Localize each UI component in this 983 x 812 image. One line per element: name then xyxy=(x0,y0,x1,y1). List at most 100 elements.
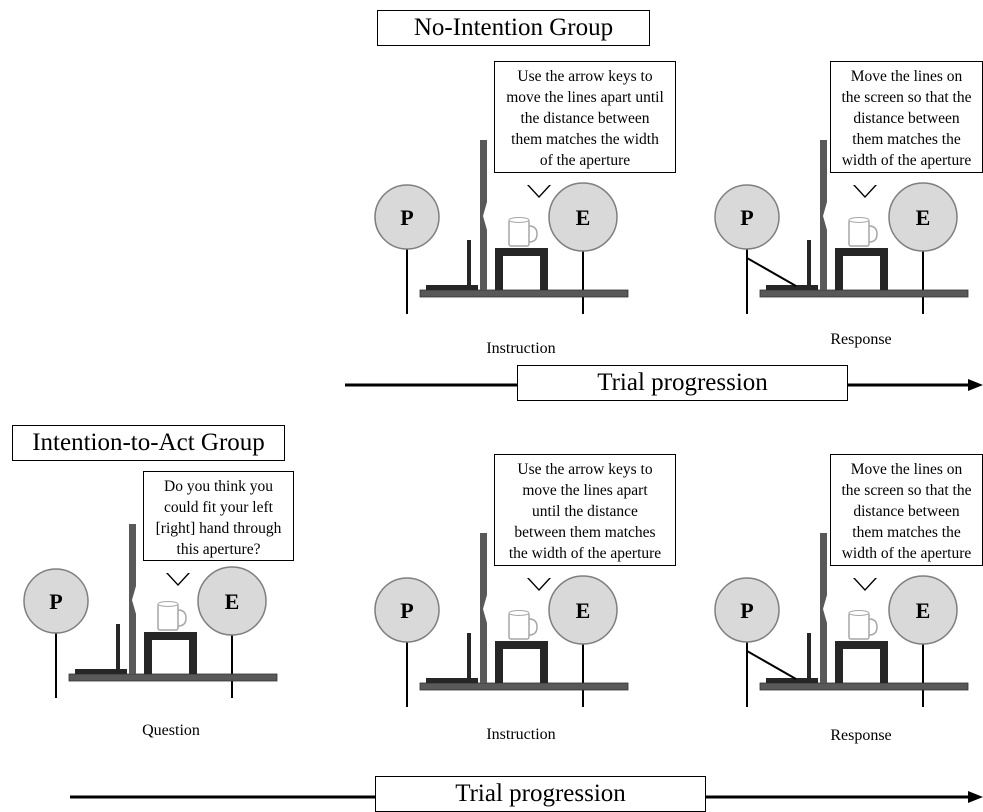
speech-line: Do you think you xyxy=(164,478,273,495)
mug-body xyxy=(508,219,530,247)
mug-body xyxy=(157,603,179,631)
participant-arm xyxy=(746,650,797,680)
experimenter-head xyxy=(888,575,958,645)
panel-caption-instruction-bottom: Instruction xyxy=(486,726,556,743)
participant-label: P xyxy=(400,598,413,623)
speech-line: of the aperture xyxy=(539,152,631,169)
mug-body xyxy=(848,219,870,247)
mug-body xyxy=(508,612,530,640)
aperture-stand xyxy=(495,641,548,683)
aperture-stand xyxy=(495,248,548,290)
speech-line: them matches the xyxy=(852,131,961,148)
experimenter-head xyxy=(548,182,618,252)
display-screen xyxy=(480,140,487,290)
experimenter-head xyxy=(197,566,267,636)
participant-label: P xyxy=(49,589,62,614)
display-screen xyxy=(820,140,827,290)
experimenter-head xyxy=(548,575,618,645)
aperture-left-line xyxy=(807,240,811,288)
table-surface xyxy=(759,682,969,691)
speech-line: Use the arrow keys to xyxy=(517,461,653,478)
aperture-left-line xyxy=(116,624,120,672)
speech-line: the screen so that the xyxy=(841,482,972,499)
mug-handle xyxy=(528,618,538,636)
panel-caption-question: Question xyxy=(142,722,200,739)
aperture-left-line xyxy=(467,633,471,681)
experimenter-label: E xyxy=(916,598,931,623)
trial-progression-label-bottom: Trial progression xyxy=(375,776,706,812)
aperture-stand xyxy=(144,632,197,674)
speech-bubble-response-bottom: Move the lines on the screen so that the… xyxy=(830,454,983,591)
experimenter-label: E xyxy=(916,205,931,230)
speech-line: could fit your left xyxy=(164,499,273,516)
speech-bubble-response-top: Move the lines on the screen so that the… xyxy=(830,61,983,198)
speech-line: Use the arrow keys to xyxy=(517,68,653,85)
aperture-stand xyxy=(835,248,888,290)
experimenter-label: E xyxy=(576,598,591,623)
table-surface xyxy=(68,673,278,682)
mug-rim xyxy=(508,610,530,616)
participant-head xyxy=(714,184,780,250)
panel-caption-response-top: Response xyxy=(830,331,892,348)
speech-line: Move the lines on xyxy=(850,461,963,478)
speech-line: until the distance xyxy=(532,503,638,520)
speech-line: distance between xyxy=(853,110,960,127)
participant-head xyxy=(23,568,89,634)
keyboard xyxy=(426,678,478,683)
speech-bubble-question: Do you think you could fit your left [ri… xyxy=(143,471,294,586)
mug-rim xyxy=(508,217,530,223)
speech-line: them matches the width xyxy=(511,131,659,148)
mug-handle xyxy=(528,225,538,243)
speech-line: move the lines apart until xyxy=(506,89,664,106)
speech-bubble-instruction-bottom: Use the arrow keys to move the lines apa… xyxy=(494,454,676,591)
participant-head xyxy=(374,184,440,250)
speech-line: this aperture? xyxy=(176,541,261,558)
display-screen xyxy=(820,533,827,683)
table-surface xyxy=(419,682,629,691)
display-screen xyxy=(480,533,487,683)
experimenter-label: E xyxy=(576,205,591,230)
speech-line: the width of the aperture xyxy=(508,545,662,562)
mug-handle xyxy=(868,225,878,243)
mug-rim xyxy=(848,217,870,223)
keyboard xyxy=(766,285,818,290)
mug-handle xyxy=(868,618,878,636)
speech-line: between them matches xyxy=(514,524,656,541)
aperture-left-line xyxy=(467,240,471,288)
table-surface xyxy=(759,289,969,298)
participant-label: P xyxy=(400,205,413,230)
display-screen xyxy=(129,524,136,674)
mug-rim xyxy=(157,601,179,607)
arrow-head xyxy=(968,791,983,803)
mug-body xyxy=(848,612,870,640)
table-surface xyxy=(419,289,629,298)
aperture-left-line xyxy=(807,633,811,681)
participant-arm xyxy=(746,257,797,287)
experimenter-head xyxy=(888,182,958,252)
trial-progression-label-top: Trial progression xyxy=(517,365,848,401)
keyboard xyxy=(766,678,818,683)
speech-line: Move the lines on xyxy=(850,68,963,85)
mug-rim xyxy=(848,610,870,616)
speech-line: width of the aperture xyxy=(841,152,972,169)
no-intention-group-title: No-Intention Group xyxy=(377,10,650,46)
keyboard xyxy=(75,669,127,674)
speech-line: width of the aperture xyxy=(841,545,972,562)
arrow-head xyxy=(968,379,983,391)
keyboard xyxy=(426,285,478,290)
panel-caption-response-bottom: Response xyxy=(830,727,892,744)
participant-head xyxy=(714,577,780,643)
mug-handle xyxy=(177,609,187,627)
participant-head xyxy=(374,577,440,643)
speech-bubble-instruction-top: Use the arrow keys to move the lines apa… xyxy=(494,61,676,198)
speech-line: distance between xyxy=(853,503,960,520)
